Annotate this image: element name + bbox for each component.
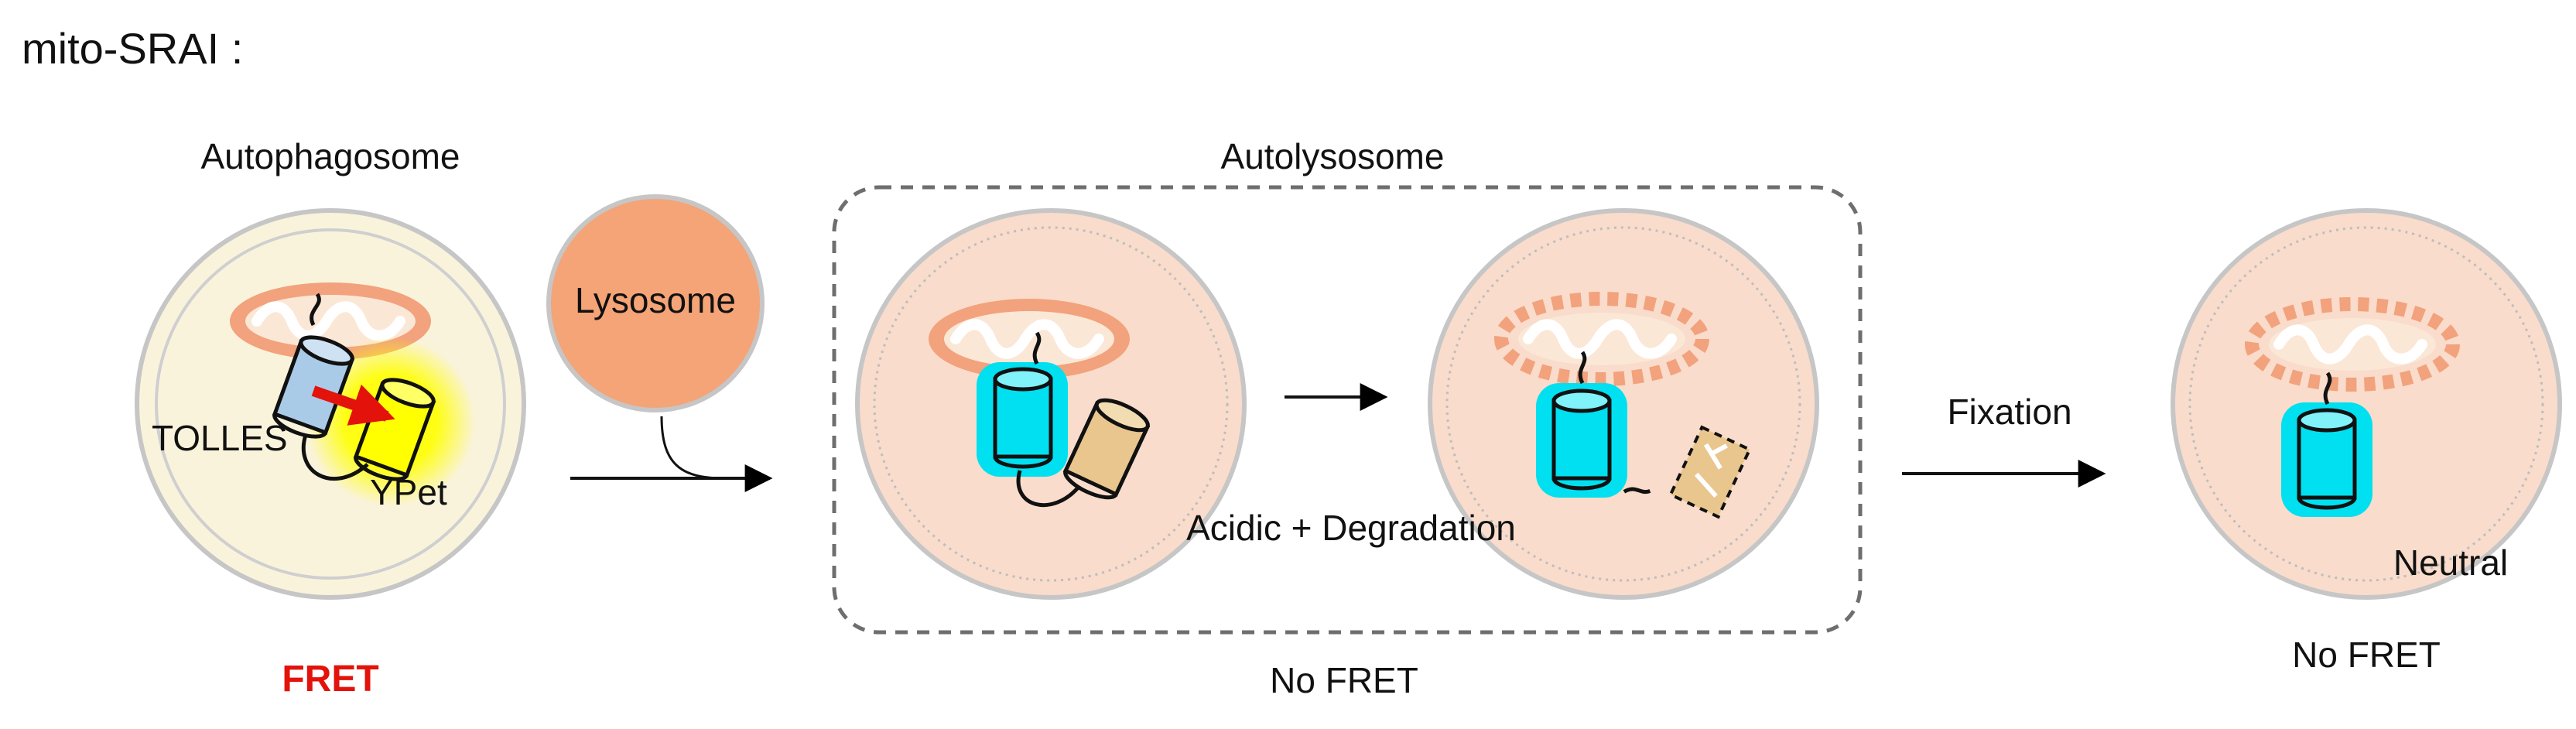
autolysosome-cell-intact: [855, 208, 1247, 600]
autophagosome-inner-membrane: [155, 228, 506, 580]
fixed-result-label: No FRET: [2292, 635, 2441, 675]
tolles-barrel-icon: [993, 367, 1053, 469]
mitochondrion-icon: [2245, 297, 2460, 392]
autolysosome-result-label: No FRET: [1270, 660, 1418, 700]
tolles-barrel-icon: [2297, 408, 2357, 510]
lysosome-fusion-arrow: [660, 416, 724, 480]
tolles-barrel-icon: [272, 335, 355, 439]
autolysosome-label: Autolysosome: [1221, 136, 1445, 176]
diagram-title: mito-SRAI :: [22, 24, 243, 73]
autophagosome: TOLLES YPet: [135, 208, 526, 600]
lysosome-label: Lysosome: [575, 280, 736, 320]
autophagosome-label: Autophagosome: [200, 136, 460, 176]
fixation-label: Fixation: [1947, 392, 2071, 432]
lysosome: Lysosome: [546, 194, 765, 412]
autolysosome-cell-degraded: [1428, 208, 1819, 600]
tolles-label: TOLLES: [152, 418, 288, 458]
fixed-cell: Neutral: [2171, 208, 2562, 600]
ypet-label: YPet: [370, 472, 447, 512]
lysosome-body: [546, 194, 765, 412]
tolles-barrel-icon: [1551, 388, 1612, 491]
ypet-barrel-icon: [1062, 398, 1151, 500]
mitochondrion-icon: [1494, 292, 1709, 386]
mitochondrion-icon: [929, 299, 1130, 379]
degraded-protein-icon: [1623, 425, 1752, 519]
fret-arrow-icon: [311, 384, 395, 426]
neutral-label: Neutral: [2393, 542, 2508, 583]
acidic-degradation-label: Acidic + Degradation: [1186, 508, 1516, 548]
fret-result-label: FRET: [282, 659, 378, 700]
